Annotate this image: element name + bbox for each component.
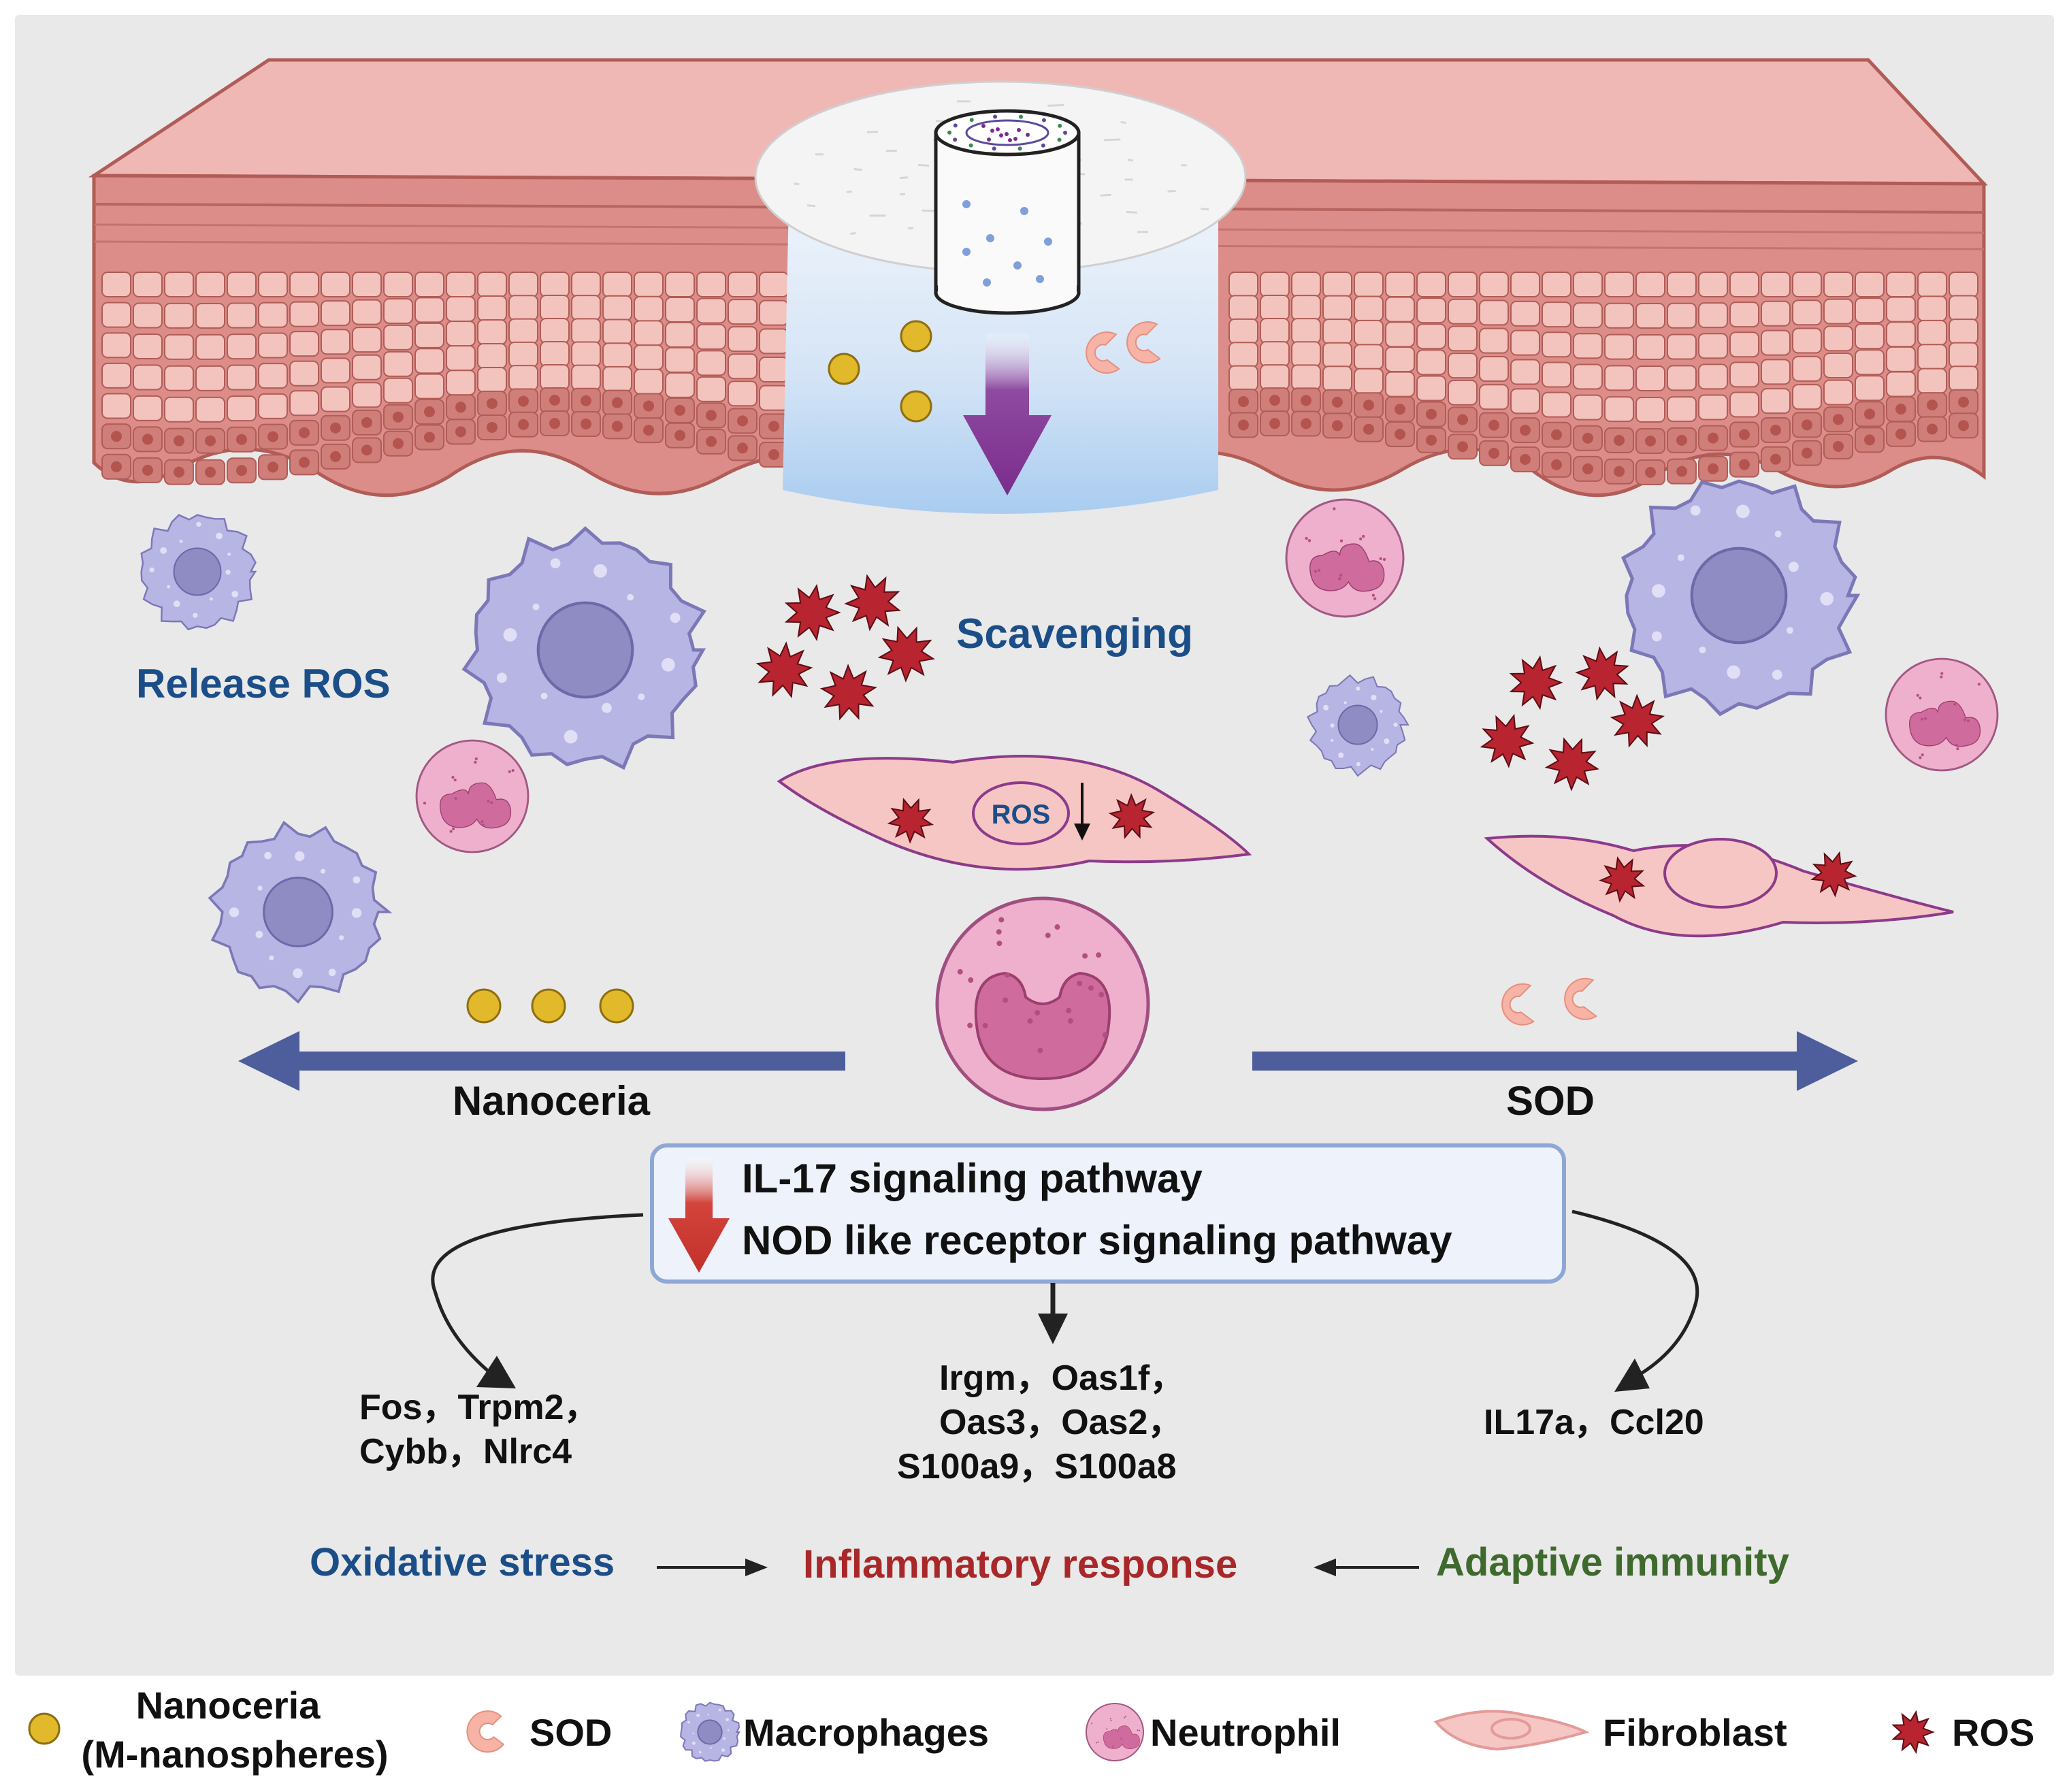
oxidative-stress-label: Oxidative stress — [310, 1540, 615, 1584]
inflammatory-response-label: Inflammatory response — [803, 1542, 1237, 1586]
macrophage-cell — [461, 526, 706, 770]
ros-particle — [887, 798, 934, 844]
connector-right-head — [1614, 1358, 1650, 1392]
nanoceria-particle — [466, 988, 502, 1024]
legend-nanoceria-label: Nanoceria — [136, 1684, 321, 1727]
macrophage-cell — [680, 1701, 740, 1762]
nanoceria-particle — [900, 320, 932, 353]
macrophage-cell — [208, 820, 393, 1004]
nanoceria-particle — [531, 988, 566, 1024]
ros-particle — [877, 625, 935, 683]
ros-particle — [1575, 646, 1629, 701]
ros-particle — [784, 583, 841, 642]
connector-right — [1571, 1209, 1699, 1380]
nanoceria-particle — [599, 988, 634, 1024]
ros-particle — [819, 664, 877, 721]
legend-nanoceria-sublabel: (M-nanospheres) — [81, 1733, 388, 1776]
legend-nanoceria-icon — [28, 1712, 61, 1745]
neutrophil-cell — [1885, 657, 1999, 772]
connector-left — [431, 1213, 644, 1380]
connector-left-head — [476, 1356, 516, 1388]
legend: Nanoceria (M-nanospheres) SOD Macrophage… — [28, 1684, 2034, 1776]
nanoceria-particle — [828, 353, 860, 385]
nanoceria-label: Nanoceria — [453, 1078, 651, 1124]
neutrophil-cell — [1086, 1703, 1144, 1761]
epidermis-cells — [101, 272, 1978, 485]
ros-particle — [1509, 655, 1563, 711]
neutrophil-cell — [1285, 498, 1405, 618]
pathway-il17: IL-17 signaling pathway — [742, 1156, 1203, 1201]
ros-particle — [1480, 713, 1535, 768]
release-down-arrow — [963, 333, 1052, 495]
ros-particle — [1108, 793, 1156, 839]
ros-particle — [844, 574, 901, 632]
sod-protein — [1564, 977, 1598, 1020]
legend-macrophage-icon — [680, 1701, 740, 1762]
cell-layer: ROS — [140, 479, 1999, 1111]
sod-protein — [1501, 983, 1535, 1026]
neutrophil-cell — [415, 739, 530, 853]
legend-neutrophil-icon — [1086, 1703, 1144, 1761]
wound-site — [754, 80, 1247, 514]
pathway-box — [650, 1143, 1566, 1284]
sod-protein — [1126, 321, 1161, 364]
pathway-nod: NOD like receptor signaling pathway — [742, 1218, 1452, 1263]
nanoceria-particle — [900, 390, 932, 423]
legend-neutrophil-label: Neutrophil — [1150, 1711, 1341, 1754]
legend-ros-icon — [1891, 1710, 1935, 1755]
macrophage-cell — [1620, 479, 1861, 717]
ros-in-cell-label: ROS — [992, 800, 1051, 830]
adaptive-immunity-label: Adaptive immunity — [1436, 1540, 1789, 1584]
sod-protein — [466, 1710, 505, 1753]
genes-left: Cybb，Nlrc4 — [359, 1432, 572, 1471]
connector-center-head — [1038, 1314, 1068, 1344]
genes-center: S100a9，S100a8 — [897, 1447, 1177, 1486]
macrophage-cell — [140, 514, 257, 631]
legend-fibroblast-label: Fibroblast — [1603, 1711, 1787, 1754]
neutrophil-cell — [935, 896, 1150, 1111]
genes-center: Irgm，Oas1f， — [939, 1358, 1185, 1398]
scaffold-cylinder — [934, 109, 1081, 315]
fibroblast-cell — [1484, 834, 1954, 938]
fibroblast-cell — [1433, 1710, 1590, 1751]
genes-right: IL17a，Ccl20 — [1484, 1403, 1704, 1442]
scavenging-label: Scavenging — [956, 610, 1193, 657]
legend-macrophages-label: Macrophages — [743, 1711, 989, 1754]
legend-sod-icon — [466, 1710, 505, 1753]
legend-sod-label: SOD — [530, 1711, 612, 1754]
legend-ros-label: ROS — [1952, 1711, 2034, 1754]
sod-arrow — [1252, 1031, 1858, 1091]
sod-protein — [1086, 331, 1120, 374]
ros-particle — [1599, 856, 1646, 903]
ros-particle — [1810, 851, 1857, 898]
genes-center: Oas3，Oas2， — [939, 1403, 1183, 1442]
fibroblast-cell: ROS — [777, 755, 1252, 871]
downregulation-arrow — [668, 1157, 730, 1273]
ros-particle — [1610, 694, 1665, 748]
sod-label: SOD — [1506, 1078, 1595, 1124]
ros-particle — [755, 641, 813, 699]
ros-particle — [1891, 1710, 1935, 1755]
macrophage-cell — [1306, 674, 1410, 777]
release-ros-label: Release ROS — [136, 661, 391, 706]
ros-particle — [1544, 737, 1599, 792]
nanoceria-arrow — [238, 1031, 845, 1091]
genes-left: Fos，Trpm2， — [359, 1388, 600, 1427]
legend-fibroblast-icon — [1433, 1710, 1590, 1751]
